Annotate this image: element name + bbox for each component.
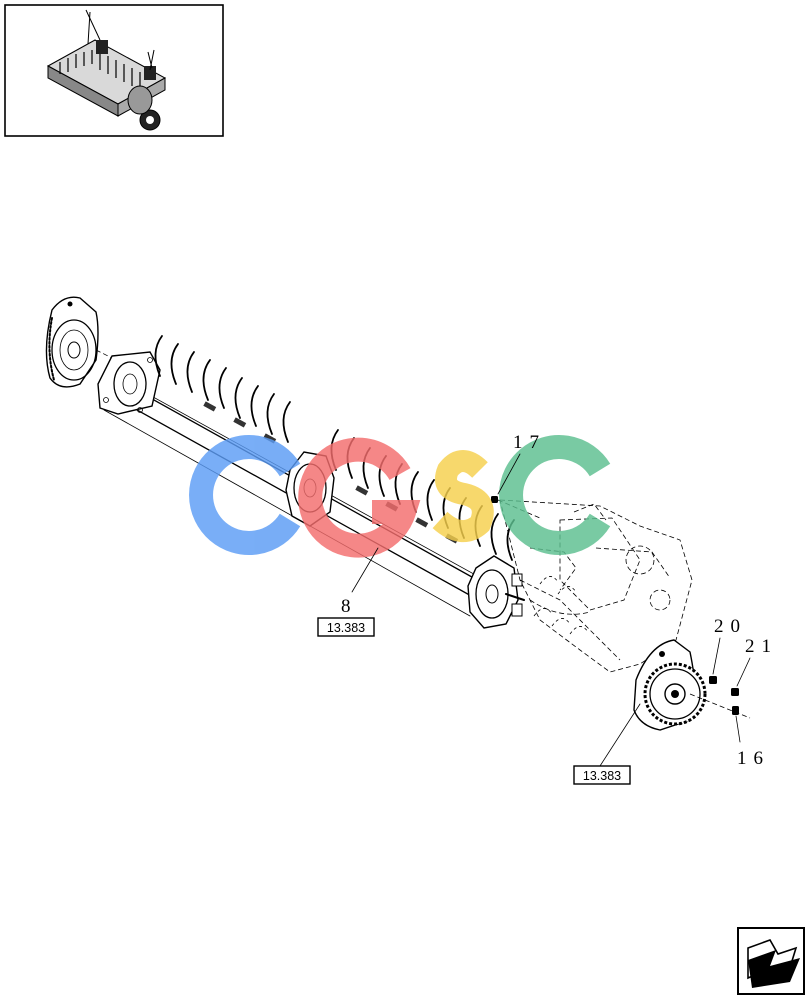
callout-20[interactable]: 20	[712, 616, 747, 675]
svg-text:20: 20	[714, 616, 747, 637]
left-drive-plate[interactable]	[45, 296, 99, 388]
svg-text:16: 16	[737, 748, 770, 769]
fastener-17-bolt[interactable]	[491, 496, 498, 503]
callout-17[interactable]: 17	[497, 432, 546, 495]
callout-16[interactable]: 16	[735, 715, 770, 769]
watermark-logo	[189, 435, 611, 558]
fastener-16-bolt[interactable]	[732, 706, 739, 715]
watermark-letter-1	[189, 435, 301, 555]
svg-text:13.383: 13.383	[583, 769, 621, 783]
svg-text:13.383: 13.383	[327, 621, 365, 635]
reference-box-rotor[interactable]: 13.383	[317, 617, 375, 637]
svg-text:8: 8	[341, 596, 358, 617]
watermark-letter-2	[298, 437, 421, 558]
callout-21[interactable]: 21	[736, 636, 778, 687]
overview-thumbnail[interactable]	[4, 4, 224, 137]
left-flange	[97, 351, 161, 415]
right-assembly-axis	[689, 693, 751, 719]
right-flange	[467, 555, 525, 629]
svg-text:21: 21	[745, 636, 778, 657]
right-drive-plate[interactable]	[633, 639, 707, 731]
watermark-letter-4	[499, 435, 611, 555]
fastener-21-nut[interactable]	[731, 688, 739, 696]
callout-8[interactable]: 8	[341, 547, 379, 617]
page-arrow-icon[interactable]	[737, 927, 805, 995]
svg-text:17: 17	[513, 432, 546, 453]
thumbnail-machine-icon	[46, 9, 167, 131]
reference-box-drive-plate[interactable]: 13.383	[573, 703, 641, 785]
left-assembly-axis	[95, 349, 113, 359]
sprocket-gear	[643, 662, 707, 726]
fastener-20-nut[interactable]	[709, 676, 717, 684]
watermark-letter-3	[432, 450, 494, 542]
